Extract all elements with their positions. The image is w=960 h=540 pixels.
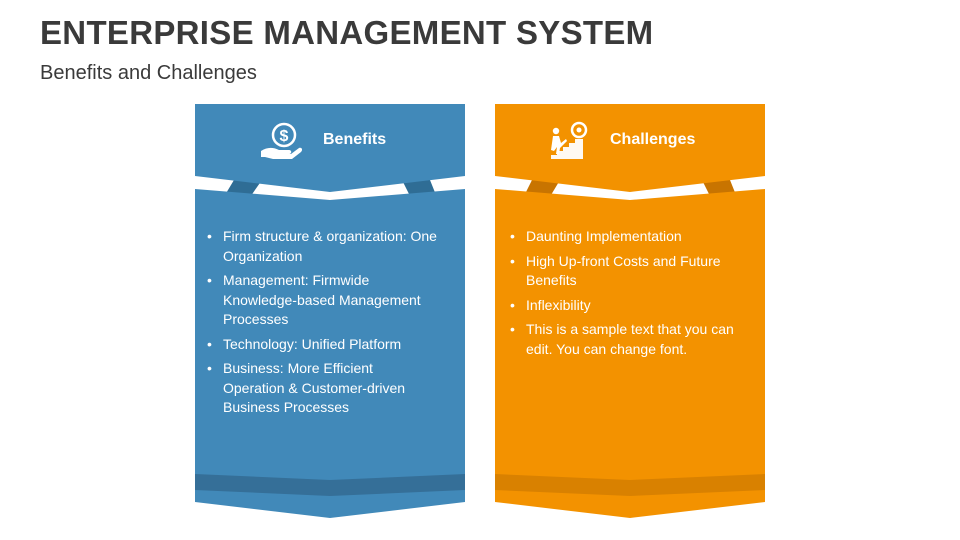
challenges-label: Challenges	[610, 131, 696, 148]
benefits-label: Benefits	[323, 131, 387, 148]
hand-dollar-icon: $	[261, 122, 303, 159]
benefits-header-shape	[195, 104, 465, 192]
list-item: This is a sample text that you can edit.…	[509, 320, 745, 359]
climbing-goal-icon	[551, 121, 588, 159]
list-item: Daunting Implementation	[509, 227, 745, 247]
list-item: Management: Firmwide Knowledge-based Man…	[206, 271, 438, 330]
list-item: Technology: Unified Platform	[206, 335, 438, 355]
slide-title: ENTERPRISE MANAGEMENT SYSTEM	[40, 14, 654, 51]
list-item: Business: More Efficient Operation & Cus…	[206, 359, 438, 418]
list-item: Inflexibility	[509, 296, 745, 316]
challenges-list: Daunting Implementation High Up-front Co…	[509, 227, 745, 364]
svg-text:$: $	[280, 128, 289, 145]
list-item: High Up-front Costs and Future Benefits	[509, 252, 745, 291]
challenges-header-shape	[495, 104, 765, 192]
benefits-bottom-band	[195, 474, 465, 496]
list-item: Firm structure & organization: One Organ…	[206, 227, 438, 266]
benefits-list: Firm structure & organization: One Organ…	[206, 227, 438, 423]
challenges-bottom-band	[495, 474, 765, 496]
slide-subtitle: Benefits and Challenges	[40, 62, 257, 84]
